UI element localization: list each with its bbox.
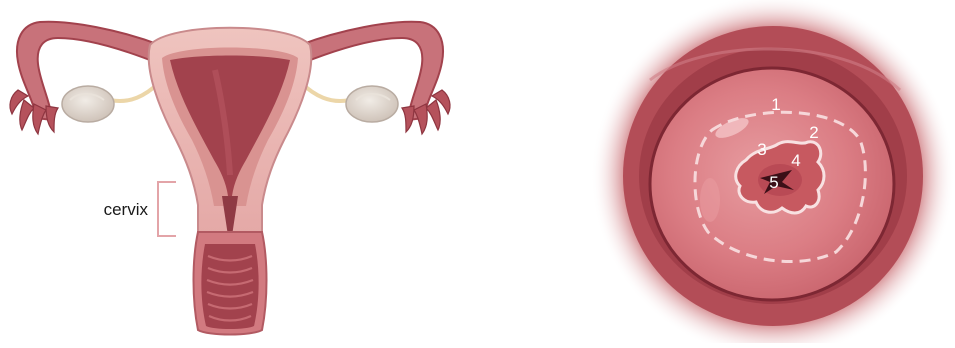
- cervix-annotation: cervix: [104, 182, 176, 236]
- cervix-frontal-view: 1 2 3 4 5: [591, 0, 955, 343]
- cervix-label: cervix: [104, 200, 149, 219]
- right-ovary: [346, 86, 398, 122]
- uterus-illustration: [10, 22, 450, 335]
- left-ovary: [62, 86, 114, 122]
- zone-label-1: 1: [771, 95, 780, 114]
- zone-label-4: 4: [791, 151, 800, 170]
- zone-label-5: 5: [769, 173, 778, 192]
- zone-label-2: 2: [809, 123, 818, 142]
- zone-label-3: 3: [757, 140, 766, 159]
- cervix-bracket: [158, 182, 176, 236]
